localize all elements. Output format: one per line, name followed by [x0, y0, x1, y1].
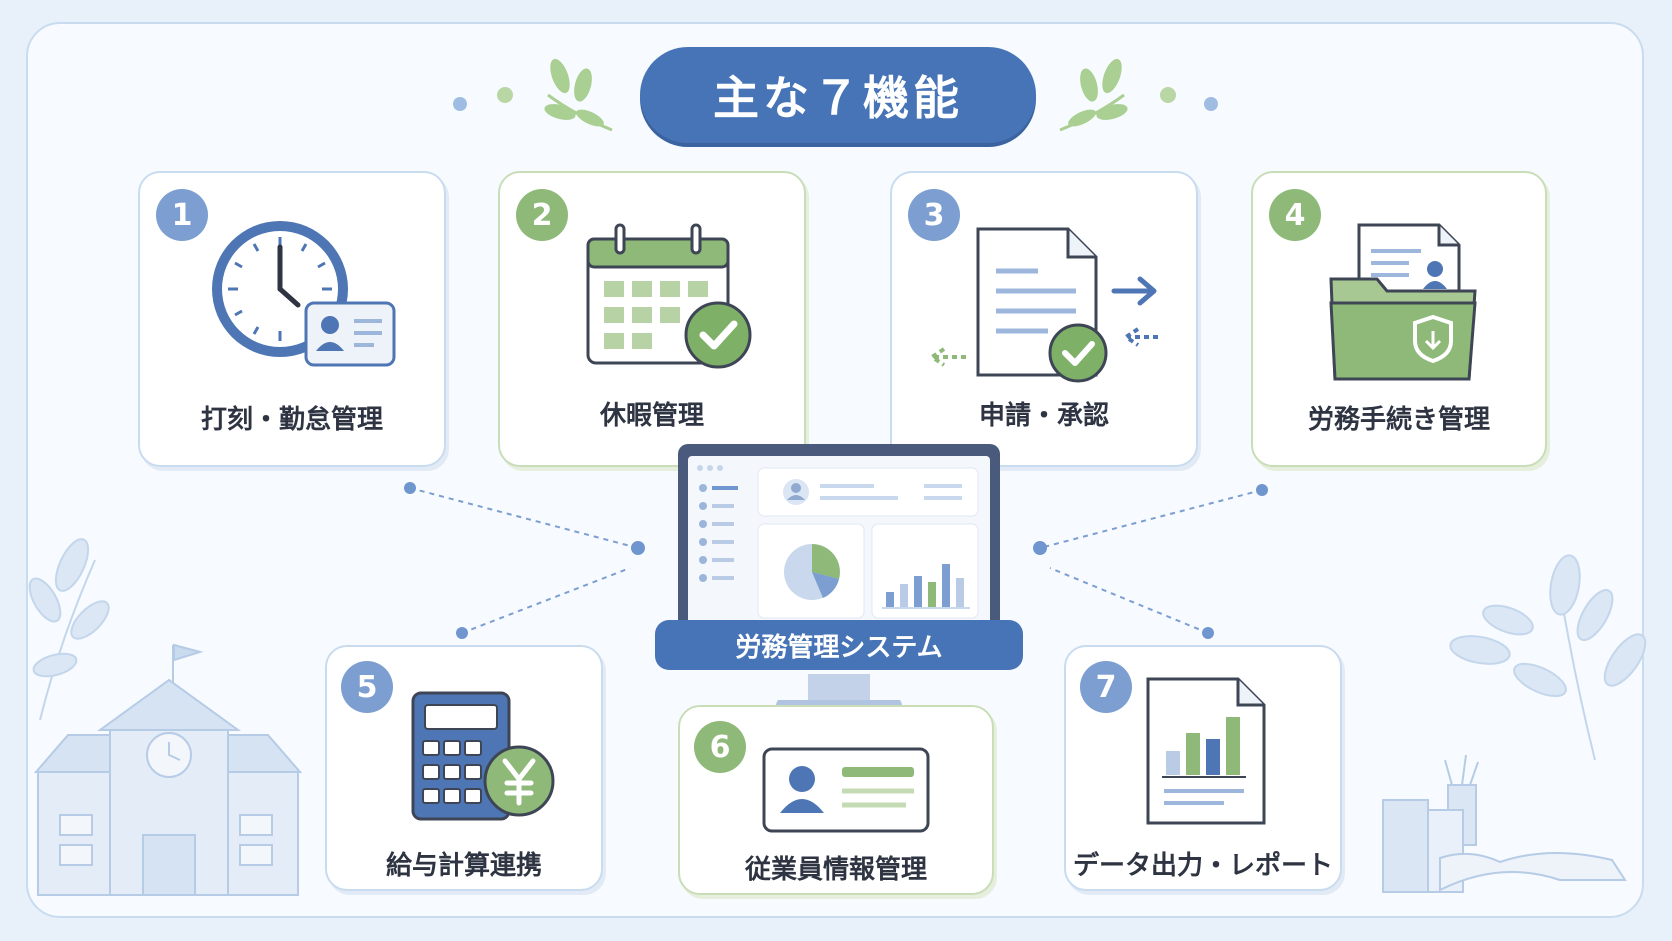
feature-label: 給与計算連携	[385, 851, 542, 881]
feature-number-badge: 6	[694, 721, 746, 773]
report-chart-icon	[1146, 677, 1268, 827]
page-title: 主な７機能	[640, 47, 1036, 143]
connector-dot	[1256, 484, 1268, 496]
connector-dot	[404, 482, 416, 494]
connector-dot	[1202, 627, 1214, 639]
feature-card-3: 3 申請・承認	[890, 171, 1198, 467]
feature-label: 打刻・勤怠管理	[200, 405, 383, 435]
feature-label: 申請・承認	[978, 401, 1109, 431]
laurel-right-icon	[1059, 58, 1128, 132]
feature-label: 労務手続き管理	[1307, 405, 1490, 435]
feature-number-badge: 4	[1269, 189, 1321, 241]
laurel-left-icon	[544, 58, 613, 132]
feature-number-badge: 2	[516, 189, 568, 241]
decor-dot	[1160, 87, 1176, 103]
feature-number-badge: 1	[156, 189, 208, 241]
feature-number-badge: 7	[1080, 661, 1132, 713]
feature-label: 休暇管理	[599, 401, 704, 431]
feature-number-badge: 3	[908, 189, 960, 241]
decor-dot	[1204, 97, 1218, 111]
feature-card-1: 1 打刻・勤怠管理	[138, 171, 446, 467]
connector-5	[461, 567, 631, 634]
calculator-yen-icon	[411, 691, 561, 823]
school-building-icon	[33, 643, 303, 896]
feature-card-6: 6 従業員情報管理	[678, 705, 994, 895]
feature-label: データ出力・レポート	[1072, 851, 1333, 881]
document-approval-icon	[928, 227, 1168, 383]
connector-7	[1049, 567, 1209, 634]
connector-1	[409, 487, 639, 549]
decor-dot	[453, 97, 467, 111]
feature-card-2: 2 休暇管理	[498, 171, 806, 467]
leaf-branch-left-icon	[28, 538, 110, 721]
connector-dot	[1033, 541, 1047, 555]
feature-card-4: 4 労務手続き管理	[1251, 171, 1547, 467]
books-and-pencils-icon	[1382, 754, 1627, 893]
feature-card-7: 7 データ出力・レポート	[1064, 645, 1342, 891]
decor-dot	[497, 87, 513, 103]
feature-card-5: 5 給与計算連携	[325, 645, 603, 891]
system-monitor	[678, 444, 1000, 714]
connector-dot	[631, 541, 645, 555]
connector-4	[1039, 489, 1263, 549]
system-label: 労務管理システム	[655, 620, 1023, 670]
leaf-branch-right-icon	[1449, 554, 1647, 761]
calendar-check-icon	[586, 223, 756, 373]
feature-label: 従業員情報管理	[744, 855, 927, 885]
clock-with-id-card-icon	[208, 217, 398, 367]
folder-shield-icon	[1329, 223, 1479, 383]
connector-dot	[456, 627, 468, 639]
feature-number-badge: 5	[341, 661, 393, 713]
employee-card-icon	[762, 747, 932, 835]
